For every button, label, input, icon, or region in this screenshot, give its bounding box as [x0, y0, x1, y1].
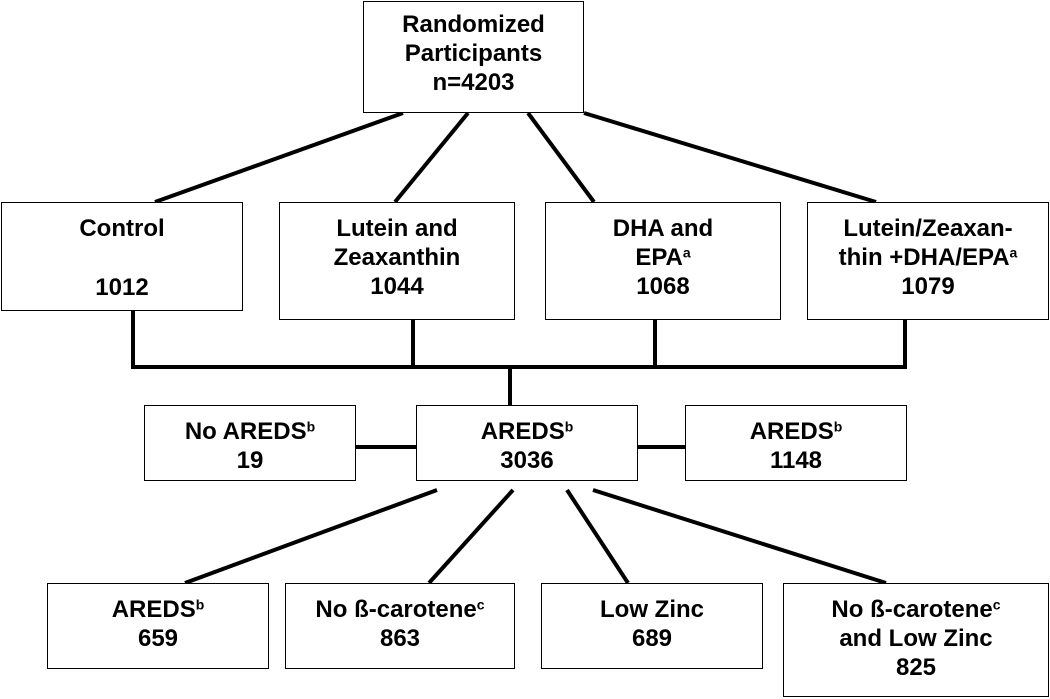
no-beta-low-zinc-footnote-marker: c [992, 596, 1001, 613]
low-zinc-label: Low Zinc [600, 596, 704, 623]
areds-sub-label: AREDS [111, 596, 196, 623]
no-beta-label: No ß-carotene [315, 596, 477, 623]
lutein-zeaxanthin-box: Lutein and Zeaxanthin 1044 [279, 202, 515, 320]
control-count: 1012 [95, 274, 149, 301]
connector-areds-b4 [592, 488, 887, 585]
low-zinc-count: 689 [631, 625, 673, 652]
areds-main-label-wrap: AREDSb [417, 417, 637, 446]
control-label: Control [79, 215, 165, 242]
root-line2: Participants [404, 40, 543, 67]
connector-areds-b1 [184, 488, 438, 585]
no-beta-footnote-marker: c [476, 596, 485, 613]
lzdha-count: 1079 [901, 273, 955, 300]
lzdha-footnote-marker: a [1009, 244, 1018, 261]
connector-areds-b3 [565, 488, 630, 585]
areds-right-label: AREDS [749, 418, 834, 445]
dha-line1: DHA and [612, 215, 714, 242]
lzdha-line2-wrap: thin +DHA/EPAa [808, 243, 1048, 272]
areds-right-count: 1148 [769, 447, 823, 474]
areds-main-count: 3036 [500, 447, 554, 474]
control-box: Control 1012 [1, 202, 243, 311]
no-beta-carotene-box: No ß-carotenec 863 [285, 583, 515, 669]
no-beta-low-zinc-line1-wrap: No ß-carotenec [784, 595, 1048, 624]
no-areds-count: 19 [236, 447, 264, 474]
lutein-zeaxanthin-dha-epa-box: Lutein/Zeaxan- thin +DHA/EPAa 1079 [807, 202, 1049, 320]
connector-areds-b2 [427, 488, 515, 585]
no-areds-label: No AREDS [184, 418, 307, 445]
no-beta-low-zinc-count: 825 [895, 654, 937, 681]
randomized-participants-box: Randomized Participants n=4203 [363, 1, 584, 113]
lutein-line2: Zeaxanthin [333, 244, 461, 271]
connector-root-dha [526, 111, 596, 204]
no-areds-label-wrap: No AREDSb [145, 417, 355, 446]
lzdha-line1: Lutein/Zeaxan- [843, 215, 1013, 242]
areds-right-footnote-marker: b [833, 418, 843, 435]
areds-right-box: AREDSb 1148 [685, 405, 907, 481]
areds-right-label-wrap: AREDSb [686, 417, 906, 446]
no-areds-footnote-marker: b [306, 418, 316, 435]
no-areds-box: No AREDSb 19 [144, 405, 356, 481]
no-beta-count: 863 [379, 625, 421, 652]
no-beta-low-zinc-line1: No ß-carotene [831, 596, 993, 623]
areds-sub-footnote-marker: b [195, 596, 205, 613]
no-beta-carotene-low-zinc-box: No ß-carotenec and Low Zinc 825 [783, 583, 1049, 697]
root-count: n=4203 [432, 69, 515, 96]
low-zinc-box: Low Zinc 689 [541, 583, 763, 669]
dha-line2-wrap: EPAa [546, 243, 780, 272]
areds-subgroup-box: AREDSb 659 [47, 583, 269, 669]
lzdha-line2: thin +DHA/EPA [838, 244, 1010, 271]
areds-main-box: AREDSb 3036 [416, 405, 638, 481]
connector-root-lutein [393, 111, 470, 204]
root-line1: Randomized [402, 11, 545, 38]
areds-main-label: AREDS [480, 418, 565, 445]
connector-root-control [154, 111, 404, 204]
no-beta-label-wrap: No ß-carotenec [286, 595, 514, 624]
dha-count: 1068 [636, 273, 690, 300]
connector-root-lzdha [583, 111, 877, 204]
lutein-line1: Lutein and [336, 215, 458, 242]
dha-line2: EPA [635, 244, 683, 271]
areds-main-footnote-marker: b [564, 418, 574, 435]
areds-sub-label-wrap: AREDSb [48, 595, 268, 624]
no-beta-low-zinc-line2: and Low Zinc [839, 625, 993, 652]
lutein-count: 1044 [370, 273, 424, 300]
areds-sub-count: 659 [137, 625, 179, 652]
dha-epa-box: DHA and EPAa 1068 [545, 202, 781, 320]
dha-footnote-marker: a [682, 244, 691, 261]
